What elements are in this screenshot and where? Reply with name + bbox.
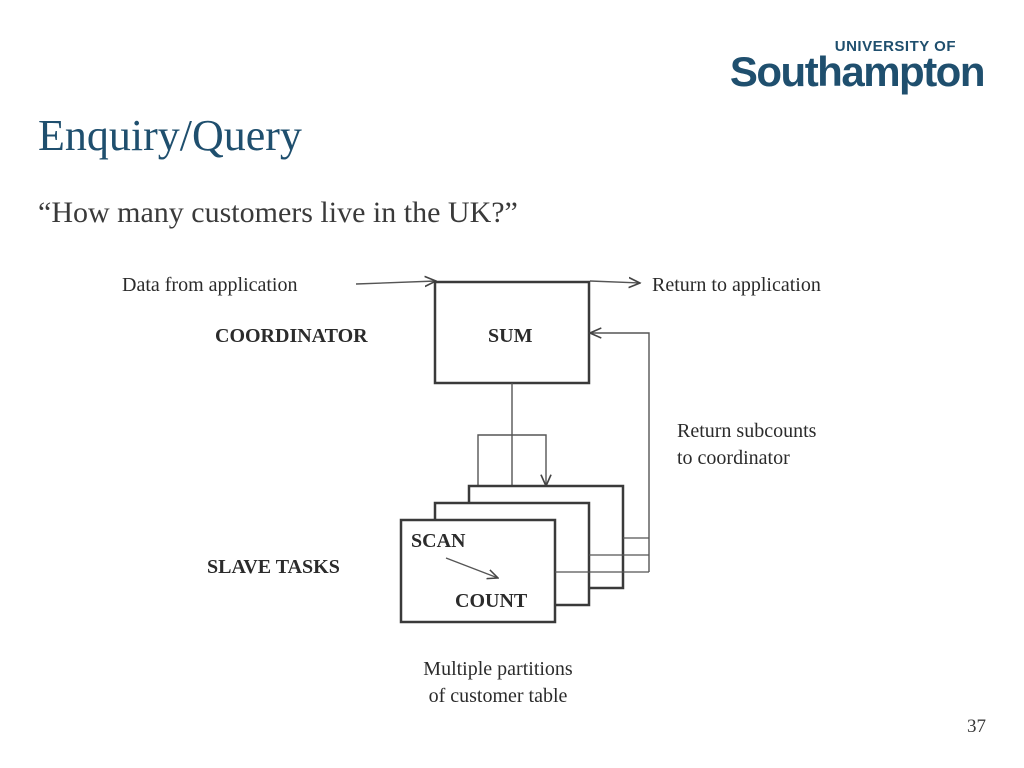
logo-line-southampton: Southampton [729, 48, 986, 95]
label-sum: SUM [488, 325, 533, 347]
arrow-distribute-right [512, 434, 546, 486]
label-return-subcounts-line1: Return subcounts [677, 420, 817, 442]
logo-line-university-of: UNIVERSITY OF [834, 38, 956, 55]
university-logo: UNIVERSITY OF Southampton [730, 38, 986, 98]
arrow-scan-to-count [445, 557, 498, 578]
label-coordinator: COORDINATOR [215, 325, 368, 347]
label-scan: SCAN [411, 530, 466, 552]
label-partitions-line1: Multiple partitions [423, 658, 573, 680]
arrow-data-out [589, 281, 640, 283]
page-number: 37 [967, 716, 986, 737]
slide-subtitle: “How many customers live in the UK?” [38, 196, 518, 229]
label-return-to-application: Return to application [652, 274, 821, 296]
arrow-return-to-coordinator [590, 333, 650, 572]
coordinator-box [433, 280, 591, 385]
label-data-from-application: Data from application [122, 274, 298, 296]
slide-title: Enquiry/Query [38, 111, 302, 160]
label-slave-tasks: SLAVE TASKS [207, 556, 340, 578]
label-return-subcounts-line2: to coordinator [677, 447, 790, 469]
label-count: COUNT [455, 590, 528, 612]
label-partitions-line2: of customer table [429, 685, 568, 707]
arrow-data-in [355, 281, 436, 284]
